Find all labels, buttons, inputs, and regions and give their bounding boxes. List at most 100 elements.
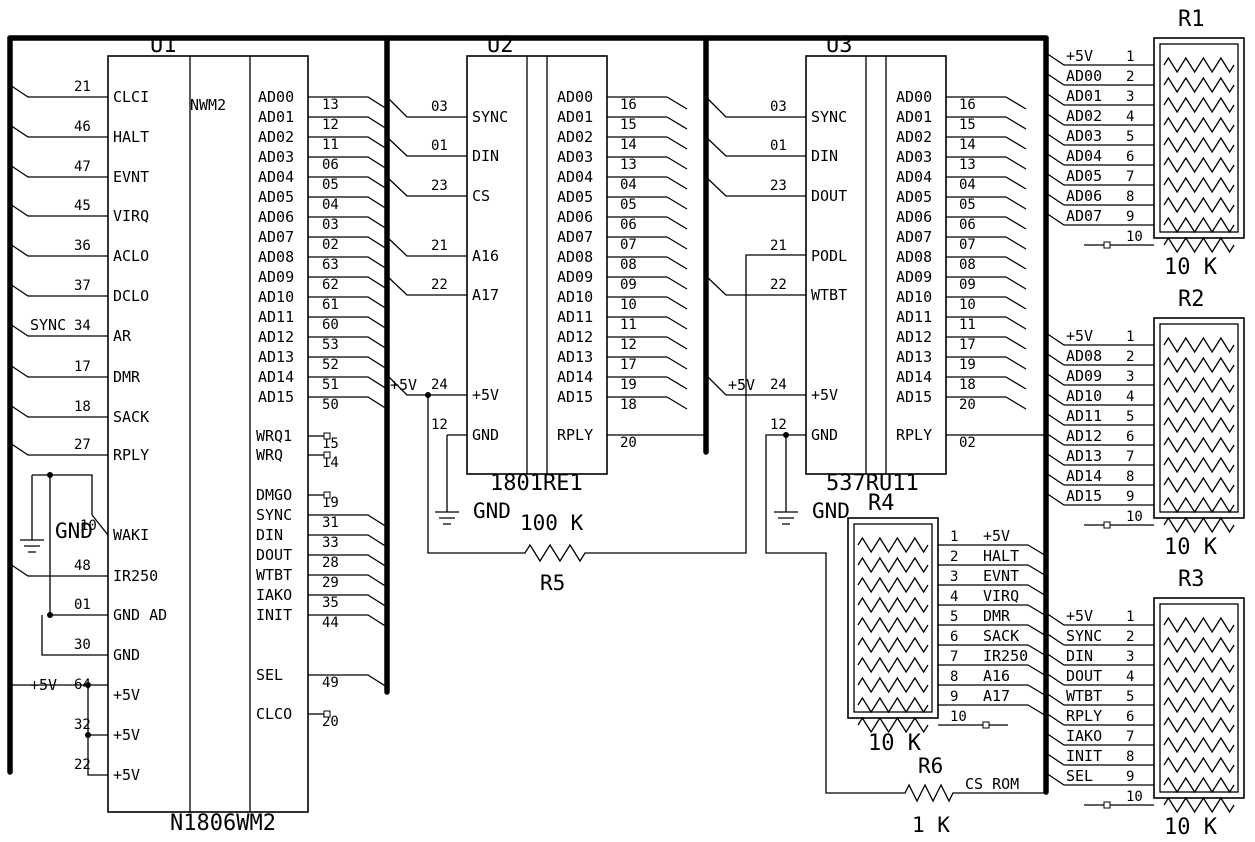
u1-pin-number: 04	[322, 197, 339, 213]
r4-pin-number: 9	[950, 689, 958, 705]
r4-pin-number: 7	[950, 649, 958, 665]
r2-ref: R2	[1178, 287, 1205, 312]
r4-net-label: +5V	[983, 527, 1010, 545]
u1-pin-name: AD01	[258, 108, 294, 126]
u1-pin-number: 47	[74, 159, 91, 175]
u3-pin-number: 24	[770, 377, 787, 393]
u1-pin-number: 29	[322, 575, 339, 591]
u1-pin-number: 20	[322, 714, 339, 730]
r1-ref: R1	[1178, 7, 1205, 32]
u1-pin-number: 35	[322, 595, 339, 611]
u2-pin-number: 19	[620, 377, 637, 393]
u1-pin-number: 33	[322, 535, 339, 551]
r3-pin-number: 8	[1126, 749, 1134, 765]
r2-net-label: AD09	[1066, 367, 1102, 385]
r4-pin-number: 1	[950, 529, 958, 545]
u2-pin-number: 01	[431, 138, 448, 154]
u1-pin-number: 17	[74, 359, 91, 375]
u2-part: 1801RE1	[490, 471, 583, 496]
r3-net-label: DOUT	[1066, 667, 1102, 685]
u2-pin-number: 03	[431, 99, 448, 115]
u3-pin-name: GND	[811, 426, 838, 444]
bus-lines	[7, 35, 1049, 795]
u1-pin-name: +5V	[113, 686, 140, 704]
u2-pin-number: 17	[620, 357, 637, 373]
u3-pin-number: 11	[959, 317, 976, 333]
r3-net-label: +5V	[1066, 607, 1093, 625]
u2-pin-name: AD05	[557, 188, 593, 206]
u3-pin-name: AD01	[896, 108, 932, 126]
u3-body	[805, 55, 947, 475]
r1-net-label: AD01	[1066, 87, 1102, 105]
u1-pin-number: 37	[74, 278, 91, 294]
u1-pin-number: 34	[74, 318, 91, 334]
r3-pin-number: 7	[1126, 729, 1134, 745]
r2-pin-number: 7	[1126, 449, 1134, 465]
u1-pin-number: 51	[322, 377, 339, 393]
u3-pin-name: RPLY	[896, 426, 932, 444]
r3-body	[1153, 597, 1245, 799]
u3-pin-name: AD08	[896, 248, 932, 266]
r3-pin-number: 1	[1126, 609, 1134, 625]
u2-pin-number: 23	[431, 178, 448, 194]
u1-pin-number: 28	[322, 555, 339, 571]
r2-pin-number: 1	[1126, 329, 1134, 345]
u2-pin-name: AD02	[557, 128, 593, 146]
u3-pin-name: AD10	[896, 288, 932, 306]
u1-pin-number: 18	[74, 399, 91, 415]
u3-pin-number: 10	[959, 297, 976, 313]
u2-chip: U2 1801RE1 SYNC03DIN01CS23A1621A1722+5V2…	[386, 33, 707, 525]
u1-pin-number: 15	[322, 436, 339, 452]
r1-resistor-pack: 1+5V2AD003AD014AD025AD036AD047AD058AD069…	[1045, 7, 1245, 280]
u1-pin-number: 45	[74, 198, 91, 214]
r1-net-label: AD05	[1066, 167, 1102, 185]
u3-pin-name: AD09	[896, 268, 932, 286]
r1-net-label: +5V	[1066, 47, 1093, 65]
u1-pin-name: RPLY	[113, 446, 149, 464]
r1-value: 10 K	[1164, 255, 1218, 280]
u1-pin-number: 03	[322, 217, 339, 233]
u1-pin-name: AD05	[258, 188, 294, 206]
u3-gnd-label: GND	[812, 499, 850, 523]
u3-pin-number: 05	[959, 197, 976, 213]
u1-pin-name: HALT	[113, 128, 149, 146]
u1-pin-name: +5V	[113, 726, 140, 744]
u1-left-pins: CLCI21HALT46EVNT47VIRQ45ACLO36DCLO37AR34…	[9, 79, 167, 784]
r2-net-label: AD12	[1066, 427, 1102, 445]
u2-pin-name: SYNC	[472, 108, 508, 126]
u3-pin-number: 13	[959, 157, 976, 173]
u3-pin-number: 22	[770, 277, 787, 293]
u2-gnd-label: GND	[473, 499, 511, 523]
u1-pin-name: EVNT	[113, 168, 149, 186]
r4-net-label: SACK	[983, 627, 1019, 645]
r1-pin-number: 10	[1126, 229, 1143, 245]
r4-net-label: EVNT	[983, 567, 1019, 585]
r3-pin-number: 10	[1126, 789, 1143, 805]
u1-pin-name: WRQ1	[256, 427, 292, 445]
r4-pin-number: 2	[950, 549, 958, 565]
u2-body	[466, 55, 608, 475]
u3-pin-name: +5V	[811, 386, 838, 404]
r4-pin-number: 8	[950, 669, 958, 685]
u1-pin-name: CLCI	[113, 88, 149, 106]
r3-net-label: SYNC	[1066, 627, 1102, 645]
r3-net-label: WTBT	[1066, 687, 1102, 705]
r4-pin-number: 3	[950, 569, 958, 585]
u2-pin-number: 24	[431, 377, 448, 393]
u1-chip: U1 NWM2 N1806WM2 CLCI21HALT46EVNT47VIRQ4…	[9, 33, 388, 836]
r2-pin-number: 9	[1126, 489, 1134, 505]
u1-pin-number: 14	[322, 455, 339, 471]
u3-pin-name: AD15	[896, 388, 932, 406]
u1-pin-name: CLCO	[256, 705, 292, 723]
r3-resistor-pack: 1+5V2SYNC3DIN4DOUT5WTBT6RPLY7IAKO8INIT9S…	[1045, 567, 1245, 840]
r2-net-label: AD13	[1066, 447, 1102, 465]
r1-pin-number: 8	[1126, 189, 1134, 205]
u2-pin-name: AD04	[557, 168, 593, 186]
u3-pin-number: 07	[959, 237, 976, 253]
r4-body	[847, 517, 939, 719]
r1-body	[1153, 37, 1245, 239]
u3-pin-name: AD02	[896, 128, 932, 146]
u1-pin-name: DMGO	[256, 486, 292, 504]
u1-pin-name: AD14	[258, 368, 294, 386]
